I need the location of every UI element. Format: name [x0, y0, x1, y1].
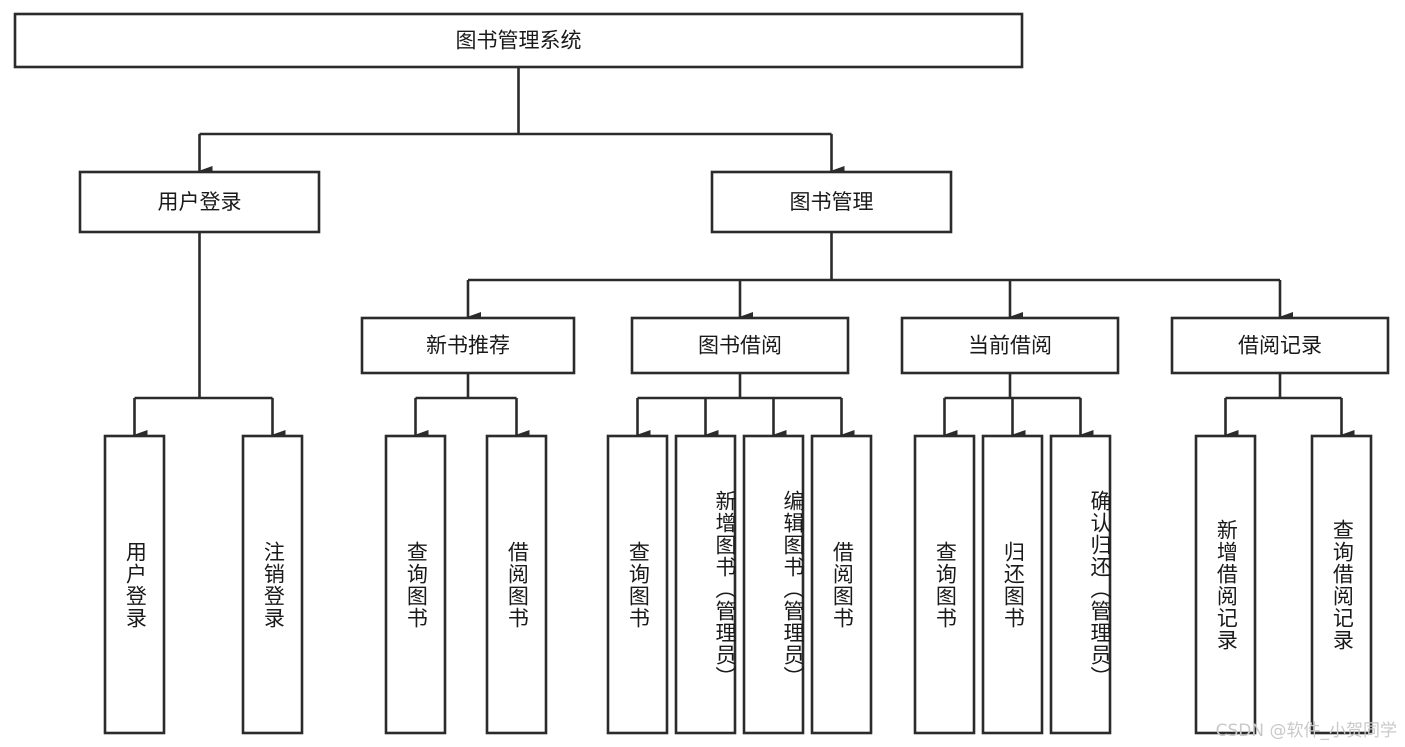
node-label: 图书管理系统 — [456, 29, 582, 53]
node-box — [900, 316, 1120, 375]
node-user-login[interactable]: 用户登录 — [78, 170, 321, 234]
node-leaf-query-book-cur[interactable] — [913, 434, 976, 735]
node-leaf-return-book[interactable] — [981, 434, 1044, 735]
connector-layer — [133, 67, 1355, 440]
node-label: 借阅记录 — [1238, 334, 1322, 358]
leaf-label-leaf-user-login: 用户登录 — [123, 540, 148, 629]
node-new-book-rec[interactable]: 新书推荐 — [360, 316, 576, 375]
watermark-text: CSDN @软件_小贺同学 — [1215, 721, 1397, 741]
node-box — [981, 434, 1044, 735]
node-box — [1194, 434, 1257, 735]
node-box — [742, 434, 805, 735]
node-box — [630, 316, 850, 375]
node-label: 图书借阅 — [698, 334, 782, 358]
node-leaf-borrow-book-rec[interactable] — [485, 434, 548, 735]
node-box — [913, 434, 976, 735]
leaf-label-leaf-borrow-book-rec: 借阅图书 — [505, 540, 530, 629]
node-book-manage[interactable]: 图书管理 — [710, 170, 953, 234]
node-leaf-add-record[interactable] — [1194, 434, 1257, 735]
node-box — [241, 434, 304, 735]
node-leaf-confirm-return[interactable] — [1049, 434, 1112, 735]
node-box — [710, 170, 953, 234]
leaf-label-leaf-query-book-rec: 查询图书 — [404, 540, 429, 629]
node-box — [606, 434, 669, 735]
node-box — [360, 316, 576, 375]
node-leaf-edit-book[interactable] — [742, 434, 805, 735]
node-book-borrow[interactable]: 图书借阅 — [630, 316, 850, 375]
leaf-label-leaf-return-book: 归还图书 — [1001, 540, 1026, 629]
node-box — [674, 434, 737, 735]
node-current-borrow[interactable]: 当前借阅 — [900, 316, 1120, 375]
node-box — [1049, 434, 1112, 735]
node-box — [78, 170, 321, 234]
leaf-label-leaf-add-record: 新增借阅记录 — [1214, 518, 1239, 651]
node-borrow-record[interactable]: 借阅记录 — [1170, 316, 1390, 375]
leaf-label-leaf-add-book: 新增图书（管理员） — [713, 489, 737, 688]
leaf-label-leaf-borrow-book: 借阅图书 — [830, 540, 855, 629]
node-box — [13, 12, 1024, 69]
node-label: 用户登录 — [158, 190, 242, 214]
node-box — [103, 434, 166, 735]
leaf-label-leaf-logout: 注销登录 — [261, 540, 286, 629]
leaf-label-leaf-edit-book: 编辑图书（管理员） — [781, 489, 805, 688]
leaf-label-leaf-confirm-return: 确认归还（管理员） — [1088, 489, 1112, 688]
node-leaf-add-book[interactable] — [674, 434, 737, 735]
node-box — [485, 434, 548, 735]
node-label: 当前借阅 — [968, 334, 1052, 358]
node-label: 新书推荐 — [426, 334, 510, 358]
node-leaf-query-record[interactable] — [1310, 434, 1373, 735]
node-leaf-logout[interactable] — [241, 434, 304, 735]
node-box — [810, 434, 873, 735]
leaf-label-leaf-query-book-cur: 查询图书 — [933, 540, 958, 629]
leaf-label-leaf-query-record: 查询借阅记录 — [1330, 518, 1355, 651]
node-box — [384, 434, 447, 735]
node-leaf-borrow-book[interactable] — [810, 434, 873, 735]
node-leaf-query-book[interactable] — [606, 434, 669, 735]
node-box — [1310, 434, 1373, 735]
node-box — [1170, 316, 1390, 375]
node-leaf-query-book-rec[interactable] — [384, 434, 447, 735]
node-label: 图书管理 — [790, 190, 874, 214]
node-leaf-user-login[interactable] — [103, 434, 166, 735]
leaf-label-leaf-query-book: 查询图书 — [626, 540, 651, 629]
node-root[interactable]: 图书管理系统 — [13, 12, 1024, 69]
